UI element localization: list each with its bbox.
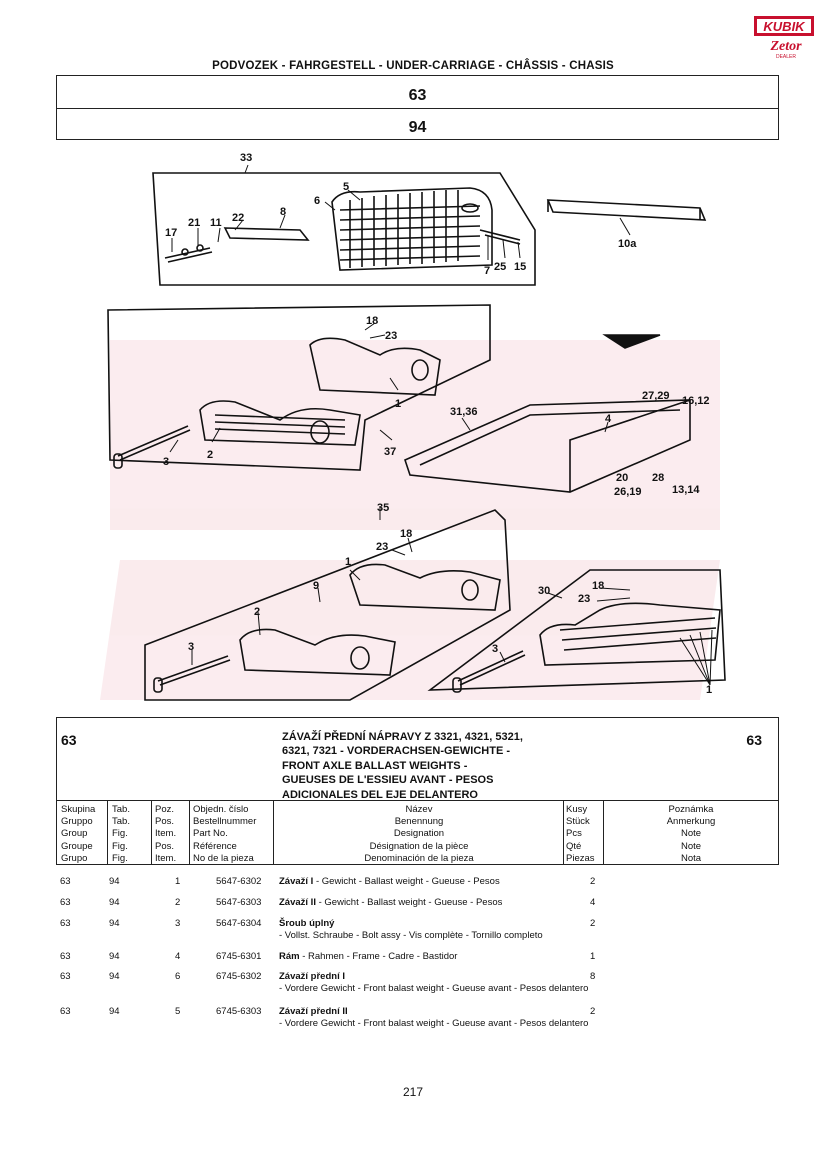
callout-1c: 1 xyxy=(706,684,712,696)
weights-panel-35 xyxy=(239,563,501,676)
callout-6: 6 xyxy=(314,195,320,207)
group-number: 63 xyxy=(56,75,779,109)
callout-30: 30 xyxy=(538,585,550,597)
bolt-15 xyxy=(479,229,521,245)
description-line: GUEUSES DE L'ESSIEU AVANT - PESOS xyxy=(282,774,494,787)
callout-4: 4 xyxy=(605,413,612,425)
group-description: ZÁVAŽÍ PŘEDNÍ NÁPRAVY Z 3321, 4321, 5321… xyxy=(282,730,582,802)
callout-33: 33 xyxy=(240,152,252,164)
group-number-right: 63 xyxy=(746,732,762,748)
callout-15: 15 xyxy=(514,261,526,273)
watermark-logo xyxy=(100,340,720,700)
description-line: FRONT AXLE BALLAST WEIGHTS - xyxy=(282,759,468,772)
callout-16-12: 16,12 xyxy=(682,395,710,407)
callout-7: 7 xyxy=(484,265,490,277)
weights-panel-30 xyxy=(539,602,721,666)
description-line: 6321, 7321 - VORDERACHSEN-GEWICHTE - xyxy=(282,745,510,758)
weights-panel-37 xyxy=(199,337,441,446)
description-line: ADICIONALES DEL EJE DELANTERO xyxy=(282,788,478,801)
description-line: ZÁVAŽÍ PŘEDNÍ NÁPRAVY Z 3321, 4321, 5321… xyxy=(282,731,523,743)
bolt-3-c xyxy=(457,650,526,686)
panel-30-outline xyxy=(427,569,726,691)
callout-31-36: 31,36 xyxy=(450,406,478,418)
callout-3c: 3 xyxy=(492,643,498,655)
callout-18a: 18 xyxy=(366,315,378,327)
callout-23b: 23 xyxy=(376,541,388,553)
callout-25: 25 xyxy=(494,261,506,273)
callout-20: 20 xyxy=(616,472,628,484)
callout-3a: 3 xyxy=(163,456,169,468)
bolt-3-a xyxy=(117,425,191,461)
callout-35: 35 xyxy=(377,502,389,514)
callout-23c: 23 xyxy=(578,593,590,605)
callout-8: 8 xyxy=(280,206,286,218)
frame-4 xyxy=(404,399,691,493)
col-poz: Poz.Pos.Item.Pos.Item. xyxy=(151,801,191,864)
callout-28: 28 xyxy=(652,472,664,484)
svg-text:KUBIK: KUBIK xyxy=(763,19,806,34)
exploded-parts-drawing: 33 5 6 8 22 21 11 17 7 25 15 10a 18 23 1… xyxy=(100,152,726,701)
callout-37: 37 xyxy=(384,446,396,458)
callout-2a: 2 xyxy=(207,449,213,461)
callout-23a: 23 xyxy=(385,330,397,342)
callout-2b: 2 xyxy=(254,606,260,618)
callout-18b: 18 xyxy=(400,528,412,540)
group-number-left: 63 xyxy=(61,732,77,748)
table-number: 94 xyxy=(56,108,779,140)
callout-11: 11 xyxy=(210,217,222,229)
callout-1a: 1 xyxy=(395,398,401,410)
callout-27-29: 27,29 xyxy=(642,390,670,402)
svg-text:Zetor: Zetor xyxy=(769,39,802,54)
callout-5: 5 xyxy=(343,181,349,193)
page-number: 217 xyxy=(402,1085,424,1099)
callout-22: 22 xyxy=(232,212,244,224)
callout-13-14: 13,14 xyxy=(672,484,700,496)
bolt-3-b xyxy=(157,655,231,686)
weight-stack xyxy=(331,187,493,271)
callout-17: 17 xyxy=(165,227,177,239)
callout-3b: 3 xyxy=(188,641,194,653)
kubik-zetor-logo: KUBIK Zetor DEALER xyxy=(754,16,814,60)
callout-1b: 1 xyxy=(345,556,351,568)
col-tab: Tab.Tab.Fig.Fig.Fig. xyxy=(107,801,152,864)
callout-26-19: 26,19 xyxy=(614,486,642,498)
callout-9: 9 xyxy=(313,580,319,592)
callout-21: 21 xyxy=(188,217,200,229)
page-title: PODVOZEK - FAHRGESTELL - UNDER-CARRIAGE … xyxy=(212,60,614,72)
panel-33-outline xyxy=(152,172,536,286)
panel-35-outline xyxy=(144,509,511,701)
rod-8 xyxy=(223,227,310,241)
group-description-box: 63 ZÁVAŽÍ PŘEDNÍ NÁPRAVY Z 3321, 4321, 5… xyxy=(56,717,779,801)
frame-10a xyxy=(546,199,707,221)
direction-arrow xyxy=(602,334,661,349)
svg-text:DEALER: DEALER xyxy=(776,54,796,60)
panel-37-outline xyxy=(107,304,491,471)
callout-10a: 10a xyxy=(618,238,637,250)
callout-18c: 18 xyxy=(592,580,604,592)
